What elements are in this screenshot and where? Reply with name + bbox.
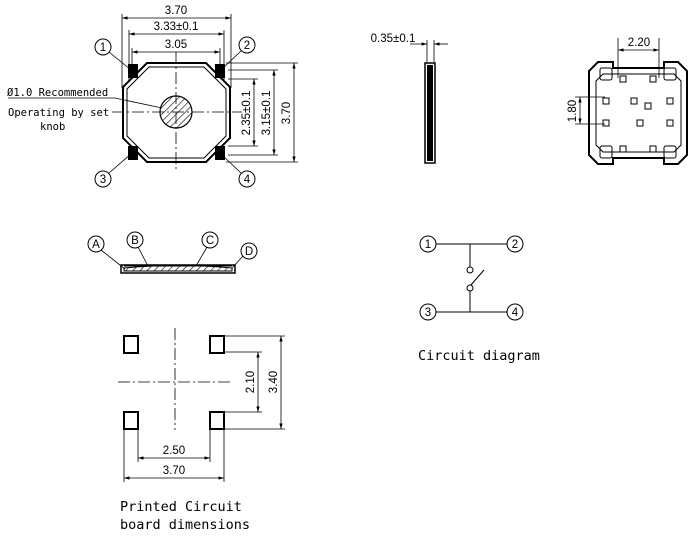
side-view: 0.35±0.1: [371, 33, 448, 164]
pin-label-1: 1: [100, 42, 106, 54]
knob-note-line3: knob: [40, 121, 65, 133]
knob-note-line1: Ø1.0 Recommended: [7, 87, 108, 99]
pcb-caption-line1: Printed Circuit: [120, 499, 242, 515]
circuit-caption: Circuit diagram: [418, 348, 540, 364]
pin-label-4: 4: [244, 174, 251, 186]
pcb-dim-outer-height: 3.40: [268, 371, 280, 393]
circuit-pin-3: 3: [425, 307, 431, 319]
dim-inner-height: 2.35±0.1: [241, 91, 253, 136]
circuit-pin-1: 1: [425, 239, 431, 251]
pcb-dim-inner-height: 2.10: [245, 371, 257, 393]
layer-label-d: D: [245, 246, 253, 258]
layer-label-b: B: [131, 235, 139, 247]
circuit-diagram: 1 2 3 4 Circuit diagram: [418, 235, 540, 364]
dim-thickness: 0.35±0.1: [371, 33, 416, 45]
dim-body-height: 3.15±0.1: [261, 91, 273, 136]
circuit-pin-2: 2: [512, 239, 518, 251]
pcb-caption-line2: board dimensions: [120, 517, 250, 533]
pcb-footprint: 2.10 3.40 2.50 3.70 Printed Circuit boar…: [118, 328, 285, 533]
layer-view: A B C D: [87, 231, 258, 274]
dim-body-width: 3.33±0.1: [154, 21, 199, 33]
dim-inner-width: 3.05: [165, 39, 187, 51]
layer-label-a: A: [92, 239, 100, 251]
dim-bottom-height: 1.80: [567, 100, 579, 122]
knob-note-line2: Operating by set: [8, 107, 109, 119]
pin-label-2: 2: [244, 40, 250, 52]
dim-total-height: 3.70: [281, 102, 293, 124]
top-view: 3.70 3.33±0.1 3.05 Ø1.0 Recommended Oper…: [7, 5, 298, 188]
dim-total-width: 3.70: [165, 5, 187, 17]
bottom-view: 2.20 1.80: [567, 37, 688, 165]
dim-bottom-width: 2.20: [628, 37, 650, 49]
pin-label-3: 3: [100, 174, 106, 186]
circuit-pin-4: 4: [512, 307, 519, 319]
layer-label-c: C: [206, 235, 214, 247]
pcb-dim-inner-width: 2.50: [163, 445, 185, 457]
pcb-dim-outer-width: 3.70: [163, 465, 185, 477]
